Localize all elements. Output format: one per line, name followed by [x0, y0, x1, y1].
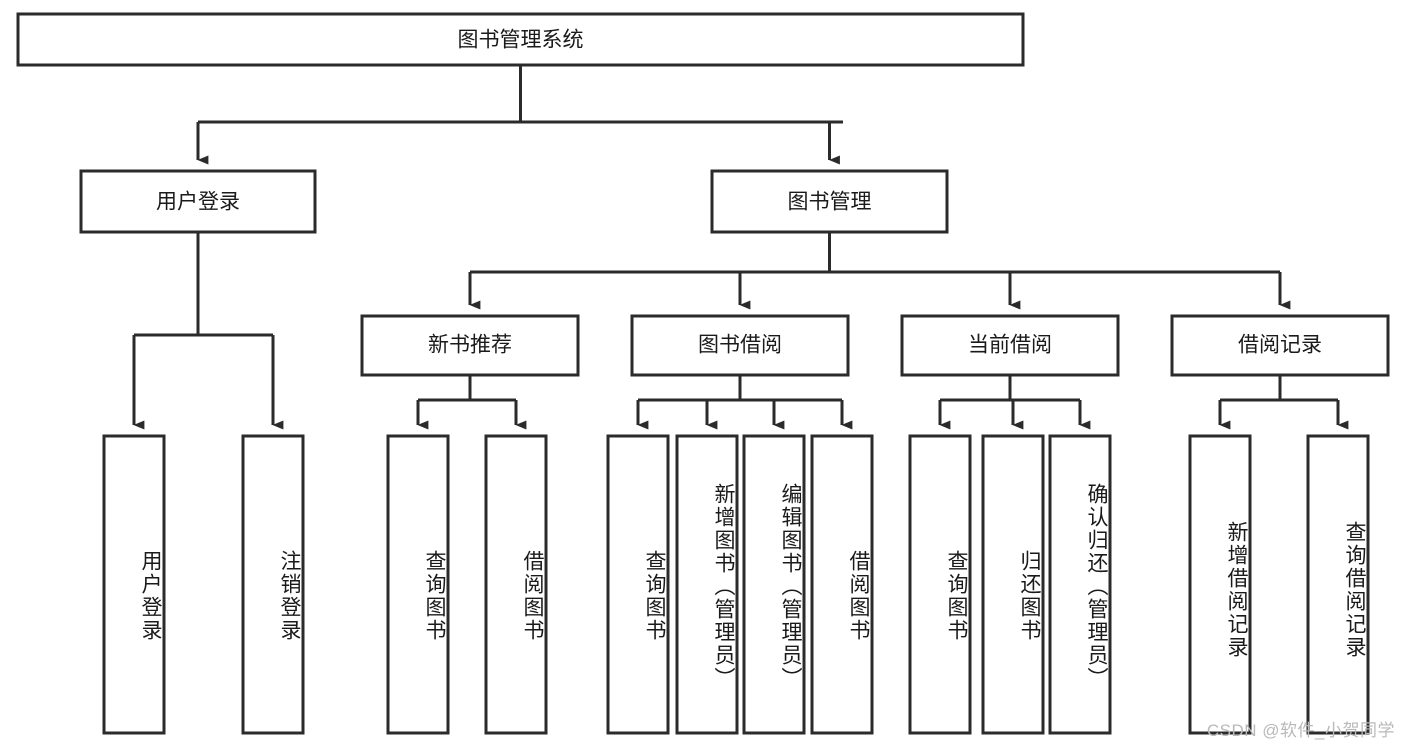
leaf-edit-book-label: 编辑图书（管理员）: [779, 483, 802, 690]
leaf-add-book-box[interactable]: [675, 434, 739, 735]
leaf-confirm-return[interactable]: 确认归还（管理员）: [1048, 434, 1112, 735]
node-book-borrow-label: 图书借阅: [698, 334, 782, 357]
node-book-manage-label: 图书管理: [788, 191, 872, 214]
node-root-box[interactable]: [16, 12, 1025, 67]
connector-group-book-manage: [468, 232, 1291, 310]
node-new-book-recommend[interactable]: 新书推荐: [360, 314, 580, 377]
node-book-manage[interactable]: 图书管理: [710, 169, 949, 234]
leaf-query-book-3-label: 查询图书: [945, 550, 968, 642]
node-current-borrow-label: 当前借阅: [968, 334, 1052, 357]
leaf-borrow-book-2-box[interactable]: [810, 434, 874, 735]
leaf-user-login-box[interactable]: [102, 434, 166, 735]
leaf-query-borrow-record-label: 查询借阅记录: [1343, 520, 1366, 659]
leaf-add-book[interactable]: 新增图书（管理员）: [675, 434, 739, 735]
connector-group-root: [196, 65, 843, 165]
node-book-borrow[interactable]: 图书借阅: [630, 314, 850, 377]
leaf-confirm-return-box[interactable]: [1048, 434, 1112, 735]
connector-group-borrow-records: [1218, 375, 1349, 430]
leaf-borrow-book-2-label: 借阅图书: [847, 550, 870, 642]
leaf-query-book-3[interactable]: 查询图书: [908, 434, 972, 735]
leaf-return-book[interactable]: 归还图书: [981, 434, 1045, 735]
leaf-edit-book[interactable]: 编辑图书（管理员）: [742, 434, 806, 735]
leaf-query-borrow-record-box[interactable]: [1306, 434, 1370, 735]
leaf-query-borrow-record[interactable]: 查询借阅记录: [1306, 434, 1370, 735]
node-book-borrow-box[interactable]: [630, 314, 850, 377]
node-borrow-records-box[interactable]: [1170, 314, 1390, 377]
node-new-book-recommend-label: 新书推荐: [428, 334, 512, 357]
leaf-query-book-3-box[interactable]: [908, 434, 972, 735]
node-user-login[interactable]: 用户登录: [79, 169, 317, 234]
leaf-edit-book-box[interactable]: [742, 434, 806, 735]
leaf-return-book-label: 归还图书: [1018, 550, 1041, 642]
leaf-query-book-2-label: 查询图书: [643, 550, 666, 642]
leaf-confirm-return-label: 确认归还（管理员）: [1085, 483, 1108, 690]
leaf-logout-box[interactable]: [241, 434, 305, 735]
leaf-borrow-book-2[interactable]: 借阅图书: [810, 434, 874, 735]
connector-group-current-borrow: [938, 375, 1091, 430]
leaf-add-book-label: 新增图书（管理员）: [712, 483, 735, 690]
node-borrow-records[interactable]: 借阅记录: [1170, 314, 1390, 377]
connector-group-new-book: [416, 375, 527, 430]
leaf-query-book-1[interactable]: 查询图书: [386, 434, 450, 735]
leaf-logout[interactable]: 注销登录: [241, 434, 305, 735]
node-user-login-box[interactable]: [79, 169, 317, 234]
leaf-add-borrow-record-box[interactable]: [1188, 434, 1252, 735]
leaf-logout-label: 注销登录: [278, 550, 301, 642]
leaf-user-login-label: 用户登录: [139, 550, 162, 642]
node-user-login-label: 用户登录: [156, 191, 240, 214]
leaf-user-login[interactable]: 用户登录: [102, 434, 166, 735]
node-root[interactable]: 图书管理系统: [16, 12, 1025, 67]
leaf-add-borrow-record[interactable]: 新增借阅记录: [1188, 434, 1252, 735]
leaf-query-book-2-box[interactable]: [606, 434, 670, 735]
leaf-query-book-1-box[interactable]: [386, 434, 450, 735]
node-root-label: 图书管理系统: [458, 29, 584, 52]
node-book-manage-box[interactable]: [710, 169, 949, 234]
node-new-book-recommend-box[interactable]: [360, 314, 580, 377]
connector-group-user-login: [132, 232, 284, 430]
node-current-borrow[interactable]: 当前借阅: [900, 314, 1120, 377]
node-current-borrow-box[interactable]: [900, 314, 1120, 377]
leaf-borrow-book-1-box[interactable]: [484, 434, 548, 735]
leaf-query-book-2[interactable]: 查询图书: [606, 434, 670, 735]
node-borrow-records-label: 借阅记录: [1238, 334, 1322, 357]
leaf-return-book-box[interactable]: [981, 434, 1045, 735]
leaf-query-book-1-label: 查询图书: [423, 550, 446, 642]
leaf-add-borrow-record-label: 新增借阅记录: [1225, 520, 1248, 659]
connector-group-book-borrow: [636, 375, 853, 430]
leaf-borrow-book-1[interactable]: 借阅图书: [484, 434, 548, 735]
leaf-borrow-book-1-label: 借阅图书: [521, 550, 544, 642]
